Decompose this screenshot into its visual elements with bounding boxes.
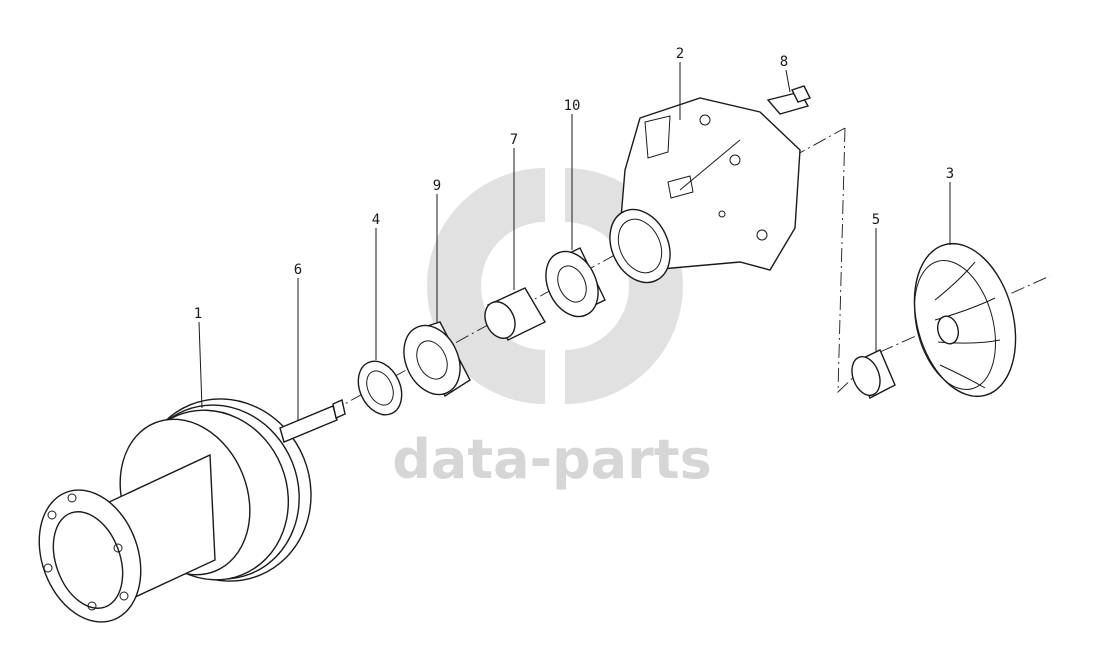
axis-center-line-right <box>879 275 1051 353</box>
leader-line-2b <box>679 139 741 191</box>
part-5-seal-ring <box>851 349 896 399</box>
part-4-seal-washer <box>357 360 403 416</box>
part-8-plug <box>766 85 811 115</box>
part-9-bearing <box>403 321 471 398</box>
leader-line-8 <box>785 69 791 93</box>
watermark-text: data-parts <box>392 428 711 491</box>
callout-9: 9 <box>433 178 441 194</box>
callout-8: 8 <box>780 54 788 70</box>
callout-10: 10 <box>564 98 581 114</box>
part-7-spacer-sleeve <box>484 287 546 341</box>
callout-5: 5 <box>872 212 880 228</box>
part-2-housing <box>609 97 801 284</box>
callout-6: 6 <box>294 262 302 278</box>
part-10-bearing <box>545 247 606 318</box>
callout-2: 2 <box>676 46 684 62</box>
axis-bracket <box>837 127 881 394</box>
callout-1: 1 <box>194 306 202 322</box>
callout-3: 3 <box>946 166 954 182</box>
part-3-impeller <box>913 242 1017 398</box>
part-6-shaft <box>279 399 346 443</box>
leader-line-1 <box>198 321 203 409</box>
callout-4: 4 <box>372 212 380 228</box>
part-1-pulley <box>38 398 312 623</box>
callout-7: 7 <box>510 132 518 148</box>
